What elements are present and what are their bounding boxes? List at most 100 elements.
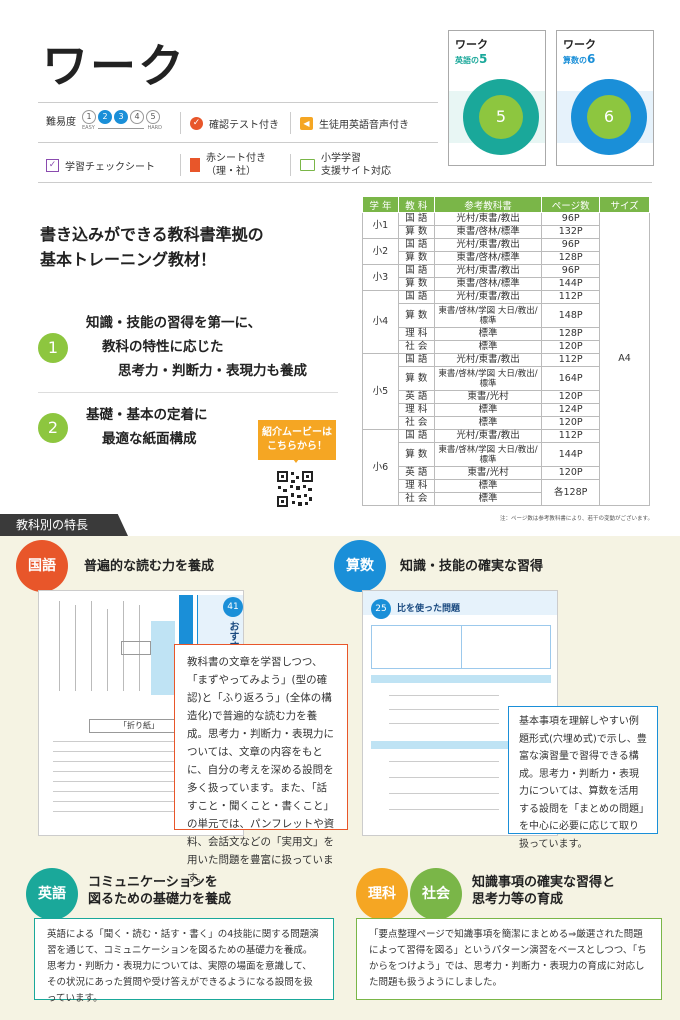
site-label: 小学学習 — [321, 153, 361, 164]
textbook-cell: 東書/啓林/標準 — [433, 225, 543, 239]
cover-subject: 英語 — [455, 56, 471, 65]
pages-cell: 128P — [541, 327, 601, 341]
pages-cell: 164P — [541, 366, 601, 391]
textbook-cell: 標準 — [433, 327, 543, 341]
lesson-title: 比を使った問題 — [397, 604, 461, 614]
pages-cell: 112P — [541, 429, 601, 443]
pages-cell: 120P — [541, 340, 601, 354]
difficulty-level: 4 — [130, 110, 144, 124]
subject-cell: 社 会 — [397, 492, 435, 506]
table-note: 注：ページ数は参考教科書により、若干の変動がございます。 — [500, 516, 654, 522]
pages-cell: 144P — [541, 442, 601, 467]
subject-cell: 社 会 — [397, 416, 435, 430]
pages-cell: 120P — [541, 390, 601, 404]
subject-cell: 算 数 — [397, 303, 435, 328]
section-header: 教科別の特長 — [0, 514, 128, 536]
textbook-cell: 東書/啓林/学図 大日/教出/標準 — [433, 442, 543, 467]
monitor-icon — [300, 159, 315, 171]
easy-label: EASY — [82, 125, 95, 131]
textbook-cell: 光村/東書/教出 — [433, 264, 543, 278]
subject-cell: 英 語 — [397, 466, 435, 480]
movie-label-2: こちらから！ — [267, 441, 327, 452]
subject-cell: 算 数 — [397, 277, 435, 291]
textbook-cell: 標準 — [433, 340, 543, 354]
textbook-cell: 光村/東書/教出 — [433, 353, 543, 367]
subject-cell: 国 語 — [397, 238, 435, 252]
cover-subject: 算数 — [563, 56, 579, 65]
pages-cell: 120P — [541, 466, 601, 480]
subject-cell: 理 科 — [397, 403, 435, 417]
textbook-cell: 光村/東書/教出 — [433, 429, 543, 443]
difficulty-level: 5 — [146, 110, 160, 124]
textbook-cell: 東書/光村 — [433, 390, 543, 404]
grade-cell: 小4 — [362, 290, 399, 354]
point-1-line-2: 教科の特性に応じた — [102, 339, 224, 355]
side-heading: おすすめ — [227, 621, 238, 661]
grade-cell: 小2 — [362, 238, 399, 265]
point-2-line-2: 最適な紙面構成 — [102, 431, 197, 447]
pages-cell: 132P — [541, 225, 601, 239]
textbook-cell: 標準 — [433, 403, 543, 417]
pages-cell: 112P — [541, 353, 601, 367]
textbook-cell: 光村/東書/教出 — [433, 238, 543, 252]
science-social-title-2: 思考力等の育成 — [472, 892, 564, 907]
subject-label-math: 算数 — [334, 540, 386, 592]
textbook-cell: 東書/光村 — [433, 466, 543, 480]
point-number: 1 — [38, 333, 68, 363]
textbook-cell: 東書/啓林/学図 大日/教出/標準 — [433, 303, 543, 328]
subject-label-english: 英語 — [26, 868, 78, 920]
english-description: 英語による「聞く・読む・話す・書く」の4技能に関する問題演習を通じて、コミュニケ… — [34, 918, 334, 1004]
hard-label: HARD — [147, 125, 162, 131]
subject-cell: 算 数 — [397, 251, 435, 265]
page-title: ワーク — [42, 39, 186, 93]
cover-grade: 6 — [587, 52, 596, 66]
cover-grade-badge: 5 — [479, 95, 523, 139]
subject-cell: 算 数 — [397, 225, 435, 239]
pages-cell: 96P — [541, 264, 601, 278]
pages-cell: 96P — [541, 212, 601, 226]
math-title: 知識・技能の確実な習得 — [400, 559, 544, 574]
subject-label-science: 理科 — [356, 868, 408, 920]
english-title: コミュニケーションを — [88, 875, 218, 890]
red-sheet-icon — [190, 158, 200, 172]
cover-grade: 5 — [479, 52, 488, 66]
textbook-cell: 東書/啓林/標準 — [433, 251, 543, 265]
col-header: サイズ — [599, 196, 650, 213]
pages-cell: 120P — [541, 416, 601, 430]
textbook-cell: 光村/東書/教出 — [433, 212, 543, 226]
textbook-cell: 光村/東書/教出 — [433, 290, 543, 304]
pages-cell: 各128P — [541, 479, 601, 506]
col-header: 学 年 — [362, 196, 399, 213]
subject-cell: 国 語 — [397, 429, 435, 443]
site-label-2: 支援サイト対応 — [321, 166, 391, 177]
pages-cell: 96P — [541, 238, 601, 252]
textbook-cell: 標準 — [433, 479, 543, 493]
subject-cell: 国 語 — [397, 353, 435, 367]
cover-english-5: ワーク 英語の5 5 — [448, 30, 546, 166]
cover-title: ワーク — [455, 38, 488, 51]
check-icon: ✓ — [190, 117, 203, 130]
grade-cell: 小6 — [362, 429, 399, 506]
intro-heading: 書き込みができる教科書準拠の — [40, 225, 264, 244]
pages-cell: 128P — [541, 251, 601, 265]
subject-label-social: 社会 — [410, 868, 462, 920]
qr-code[interactable] — [276, 470, 314, 508]
subject-cell: 理 科 — [397, 479, 435, 493]
check-sheet-label: 学習チェックシート — [65, 162, 155, 173]
movie-badge[interactable]: 紹介ムービーはこちらから！ — [258, 420, 336, 460]
grade-cell: 小1 — [362, 212, 399, 239]
difficulty-level: 2 — [98, 110, 112, 124]
textbook-cell: 標準 — [433, 416, 543, 430]
pages-cell: 112P — [541, 290, 601, 304]
